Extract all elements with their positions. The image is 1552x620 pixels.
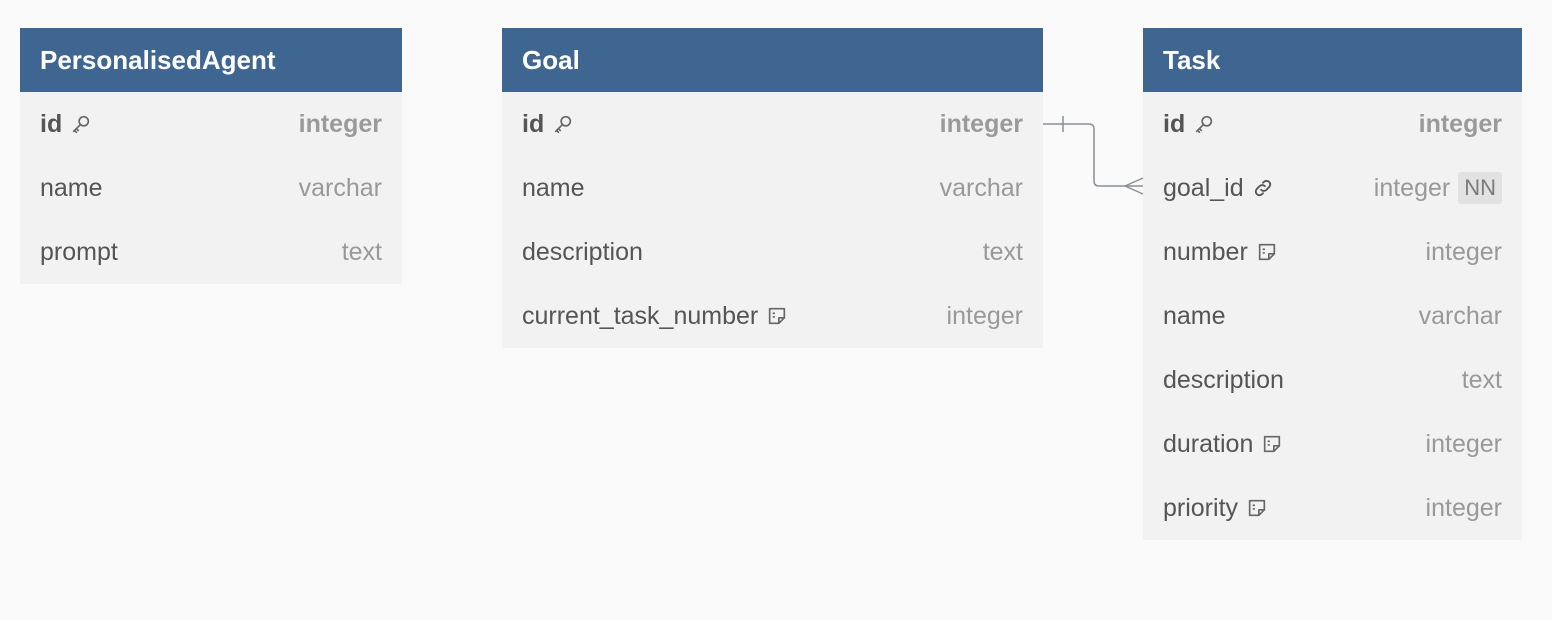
column-type: integer [1373,173,1451,202]
not-null-badge: NN [1458,172,1502,204]
table-personalisedagent[interactable]: PersonalisedAgent id integer name varcha… [20,28,402,284]
column-type: integer [946,301,1023,330]
table-header[interactable]: PersonalisedAgent [20,28,402,92]
column-name: current_task_number [522,301,759,330]
table-row[interactable]: current_task_number integer [502,284,1043,348]
table-row[interactable]: description text [1143,348,1522,412]
table-row[interactable]: id integer [20,92,402,156]
column-name: id [522,109,545,138]
connector-line[interactable] [1043,123,1143,187]
many-cardinality-crowfoot [1124,177,1144,195]
column-name: id [1163,109,1186,138]
column-name: id [40,109,63,138]
column-type: text [1461,365,1502,394]
table-row[interactable]: id integer [502,92,1043,156]
table-row[interactable]: name varchar [1143,284,1522,348]
column-name: name [1163,301,1226,330]
key-icon [70,113,92,135]
column-type: integer [1418,109,1502,138]
column-type: integer [1425,429,1502,458]
table-row[interactable]: name varchar [20,156,402,220]
table-row[interactable]: number integer [1143,220,1522,284]
column-name: description [522,237,643,266]
key-icon [552,113,574,135]
column-type: integer [298,109,382,138]
column-type: varchar [298,173,382,202]
column-name: number [1163,237,1248,266]
column-name: duration [1163,429,1254,458]
column-type: integer [939,109,1023,138]
column-name: goal_id [1163,173,1244,202]
table-row[interactable]: priority integer [1143,476,1522,540]
table-header[interactable]: Goal [502,28,1043,92]
column-type: text [982,237,1023,266]
table-row[interactable]: description text [502,220,1043,284]
key-icon [1193,113,1215,135]
link-icon [1252,177,1274,199]
column-name: prompt [40,237,118,266]
table-row[interactable]: prompt text [20,220,402,284]
column-type: integer [1425,237,1502,266]
note-icon[interactable] [1261,433,1283,455]
column-name: description [1163,365,1284,394]
table-row[interactable]: goal_id integer NN [1143,156,1522,220]
column-name: name [522,173,585,202]
column-type: integer [1425,493,1502,522]
table-goal[interactable]: Goal id integer name varchar description… [502,28,1043,348]
note-icon[interactable] [766,305,788,327]
note-icon[interactable] [1246,497,1268,519]
column-type: varchar [939,173,1023,202]
table-task[interactable]: Task id integer goal_id integer NN numbe… [1143,28,1522,540]
table-row[interactable]: id integer [1143,92,1522,156]
table-row[interactable]: name varchar [502,156,1043,220]
note-icon[interactable] [1256,241,1278,263]
table-row[interactable]: duration integer [1143,412,1522,476]
table-header[interactable]: Task [1143,28,1522,92]
column-name: name [40,173,103,202]
column-name: priority [1163,493,1239,522]
column-type: varchar [1418,301,1502,330]
column-type: text [341,237,382,266]
